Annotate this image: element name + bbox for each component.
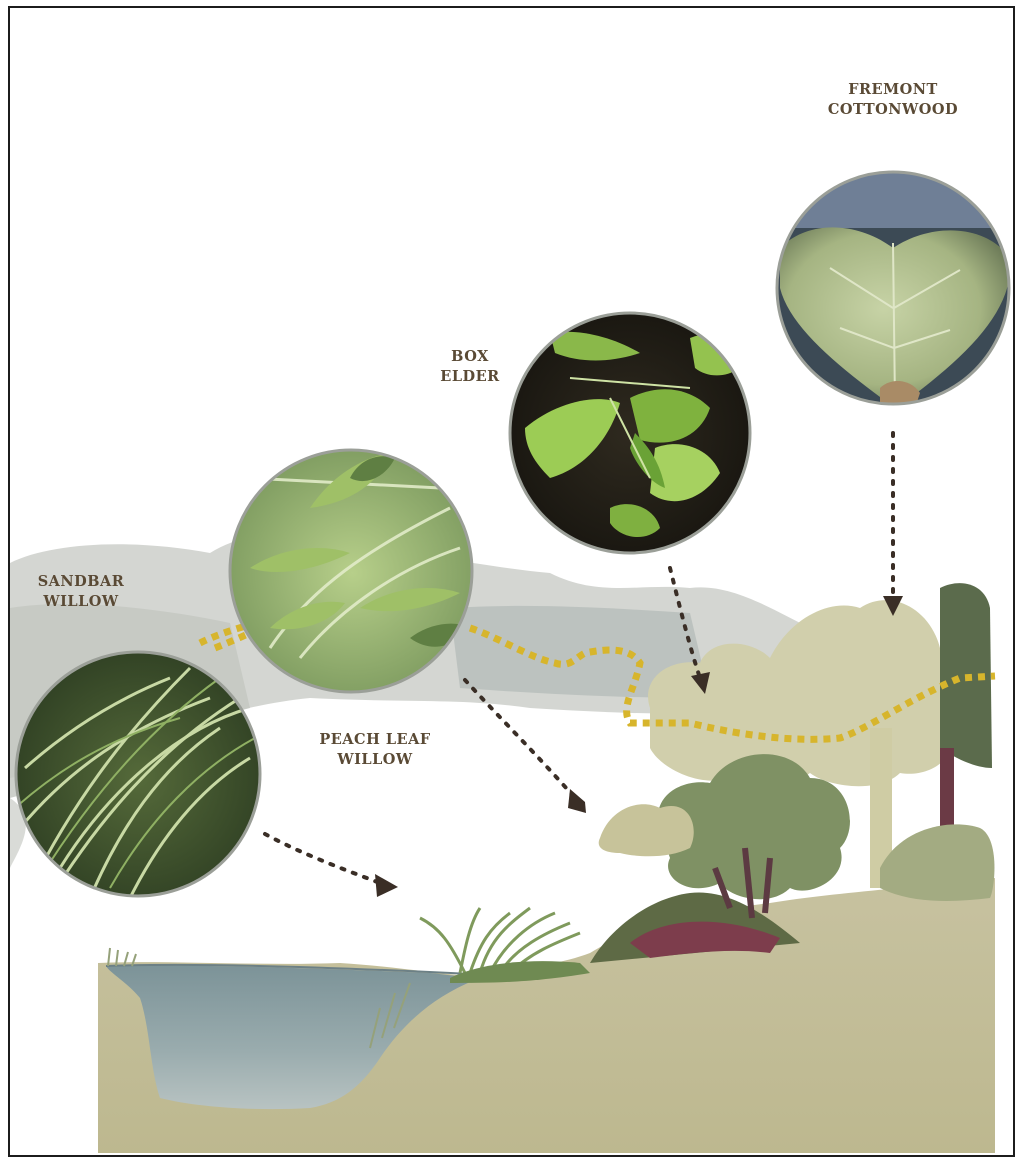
box-elder-photo	[505, 308, 755, 558]
riverbank	[98, 878, 995, 1153]
fremont-cottonwood-photo	[770, 168, 1015, 408]
diagram-frame: FREMONT COTTONWOOD BOX ELDER SANDBAR WIL…	[8, 6, 1015, 1157]
peach-leaf-willow-label: PEACH LEAF WILLOW	[305, 730, 445, 770]
riparian-scene	[10, 8, 1015, 1157]
arrowhead-sandbar-willow	[375, 874, 398, 897]
arrow-sandbar-willow	[265, 834, 380, 883]
fremont-cottonwood-label: FREMONT COTTONWOOD	[813, 80, 973, 120]
arrowhead-peach-leaf-willow	[568, 789, 586, 813]
box-elder-label: BOX ELDER	[430, 347, 510, 387]
sandbar-willow-label: SANDBAR WILLOW	[26, 572, 136, 612]
